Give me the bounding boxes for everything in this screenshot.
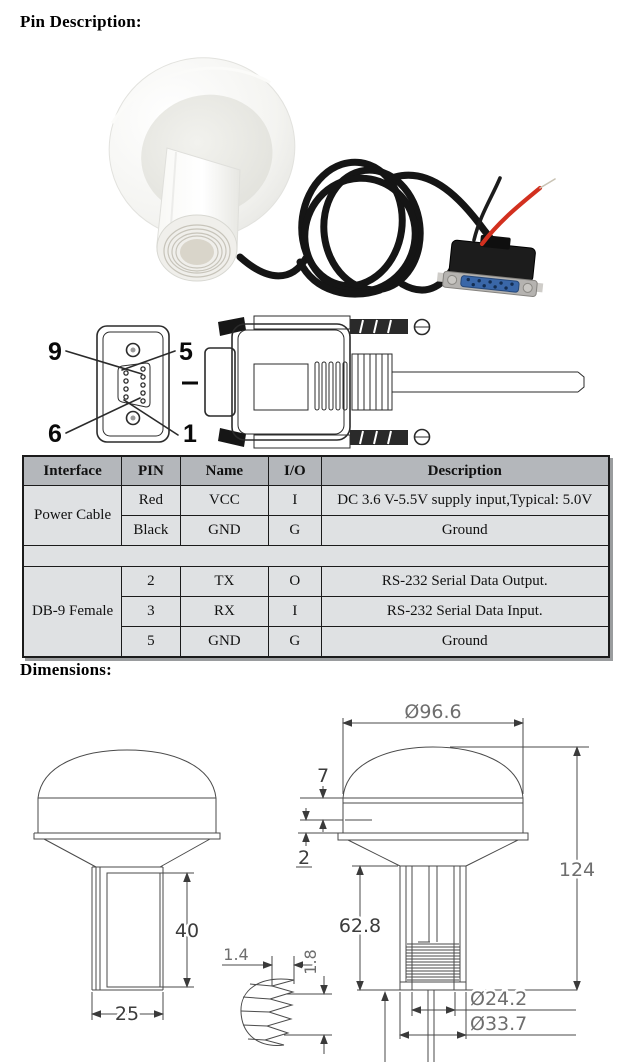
red-wire [479, 185, 543, 247]
table-header-row: Interface PIN Name I/O Description [22, 455, 610, 486]
db9-socket-holes [466, 277, 514, 290]
antenna-left-view [33, 749, 221, 991]
table-row: 3 RX I RS-232 Serial Data Input. [23, 596, 610, 627]
description-cell: RS-232 Serial Data Input. [320, 596, 610, 627]
db9-pins [123, 366, 146, 404]
vent-slots [314, 361, 348, 411]
cylinder-threads [163, 224, 231, 278]
io-cell: O [268, 566, 322, 597]
db9-pinout-diagram: 9 5 6 1 [48, 315, 585, 449]
outer-diameter-dim: Ø33.7 [470, 1013, 527, 1035]
pin-cell: 2 [121, 566, 181, 597]
thread-detail: 1.4 1.8 [221, 943, 332, 1054]
stem-threads [405, 941, 461, 982]
dome-offset-lower-dim: 2 [298, 847, 310, 869]
left-view-dimensions: 40 25 [91, 872, 202, 1028]
pin-cell: Black [121, 515, 181, 546]
io-cell: I [268, 596, 322, 627]
interface-cell: DB-9 Female [22, 566, 123, 658]
pin-leader-lines [65, 350, 179, 436]
pin-description-heading: Pin Description: [20, 12, 142, 31]
product-photo [108, 57, 556, 298]
dome-offset-upper-dim: 7 [317, 765, 329, 787]
cable-line [391, 371, 585, 393]
strain-relief-boot [351, 353, 393, 411]
dimension-drawing: 40 25 [33, 699, 598, 1062]
name-cell: GND [179, 515, 270, 546]
stem-width-dim: 25 [115, 1003, 139, 1025]
name-cell: RX [179, 596, 270, 627]
interface-cell: Power Cable [22, 485, 123, 546]
thumbscrew-top [218, 317, 246, 336]
spacer-row [22, 545, 610, 567]
col-header-io: I/O [268, 455, 322, 486]
db9-front-view [96, 325, 170, 443]
table-row: Power Cable Red VCC I DC 3.6 V-5.5V supp… [22, 485, 610, 546]
name-cell: GND [179, 626, 270, 658]
col-header-description: Description [320, 455, 610, 486]
bare-wire-tip [539, 178, 556, 189]
name-cell: TX [179, 566, 270, 597]
name-cell: VCC [179, 485, 270, 516]
pin5-label: 5 [179, 338, 193, 366]
overall-height-dim: 124 [559, 859, 595, 881]
table-row: Black GND G Ground [23, 515, 610, 546]
description-cell: DC 3.6 V-5.5V supply input,Typical: 5.0V [320, 485, 610, 516]
db9-side-view [204, 315, 585, 449]
inner-diameter-dim: Ø24.2 [470, 988, 527, 1010]
pin9-label: 9 [48, 338, 62, 366]
io-cell: I [268, 485, 322, 516]
stem-height-right-dim: 62.8 [339, 915, 381, 937]
pin-cell: 5 [121, 626, 181, 658]
pin-cell: 3 [121, 596, 181, 627]
col-header-pin: PIN [121, 455, 181, 486]
pin-cell: Red [121, 485, 181, 516]
table-row: DB-9 Female 2 TX O RS-232 Serial Data Ou… [22, 566, 610, 658]
top-diameter-dim: Ø96.6 [404, 701, 461, 723]
antenna-right-view [337, 746, 577, 1062]
description-cell: Ground [320, 626, 610, 658]
db9-connector-photo [436, 234, 544, 297]
black-wire [472, 176, 502, 242]
pin-table: Interface PIN Name I/O Description Power… [22, 455, 610, 658]
right-view-dimensions: Ø96.6 124 7 2 62.8 Ø24. [295, 699, 598, 1062]
col-header-interface: Interface [22, 455, 123, 486]
io-cell: G [268, 515, 322, 546]
pin1-label: 1 [183, 420, 197, 448]
col-header-name: Name [179, 455, 270, 486]
thumbscrew-bottom [218, 428, 246, 447]
table-row: 5 GND G Ground [23, 626, 610, 658]
dimensions-heading: Dimensions: [20, 660, 112, 679]
power-wires [472, 176, 556, 247]
description-cell: Ground [320, 515, 610, 546]
description-cell: RS-232 Serial Data Output. [320, 566, 610, 597]
thread-depth-dim: 1.8 [301, 949, 320, 974]
antenna-mount-cylinder [156, 147, 241, 282]
io-cell: G [268, 626, 322, 658]
pin6-label: 6 [48, 420, 62, 448]
thread-pitch-dim: 1.4 [223, 945, 248, 964]
stem-height-left-dim: 40 [175, 920, 199, 942]
